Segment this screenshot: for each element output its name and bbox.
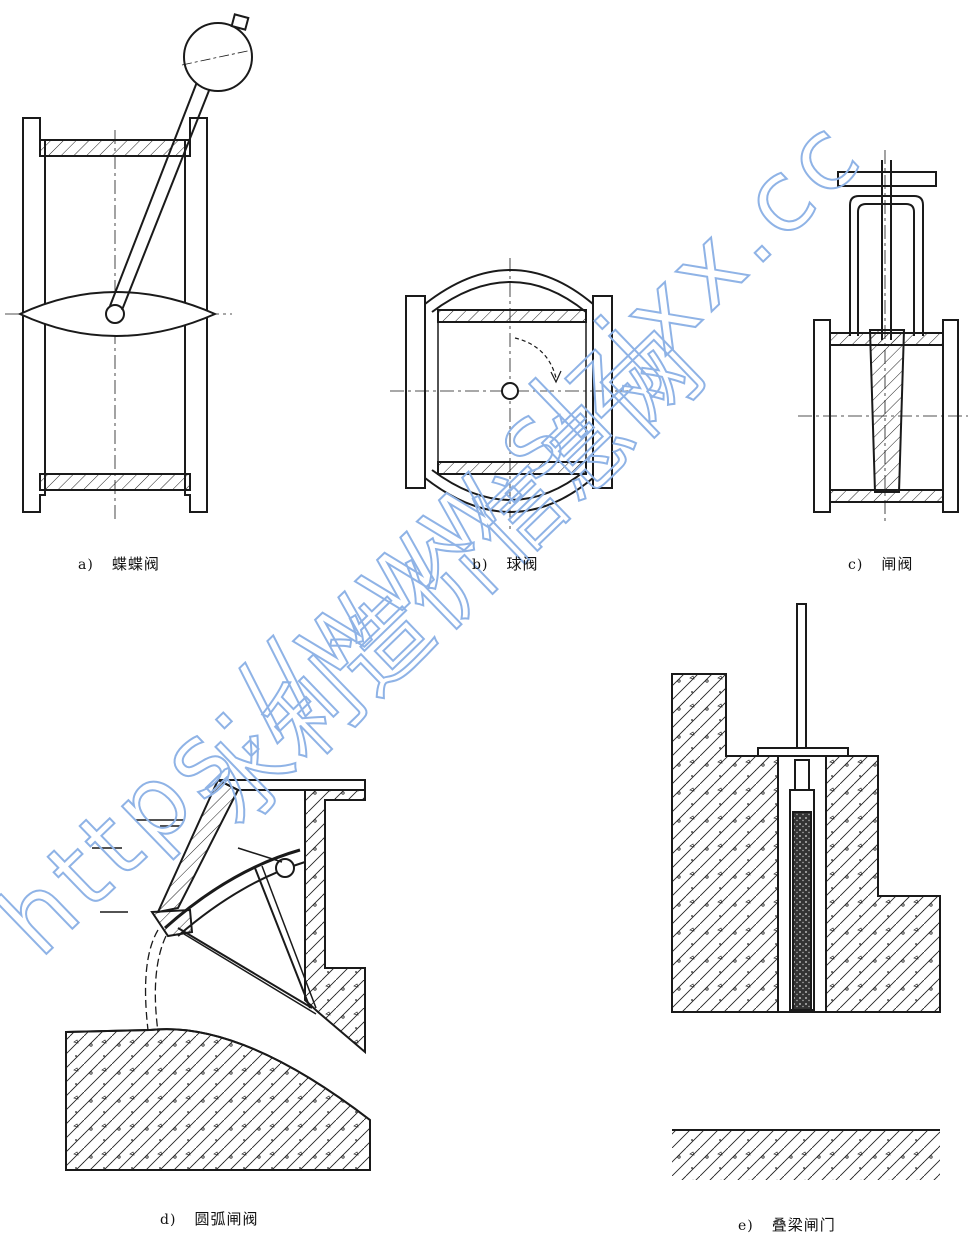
caption-d-label: 圆弧闸阀 [194, 1210, 259, 1228]
caption-d-letter: d) [160, 1212, 177, 1228]
figure-b-ball-valve [390, 258, 632, 530]
caption-c-letter: c) [848, 557, 864, 573]
figure-a-butterfly-valve [5, 13, 253, 520]
caption-a: a) 蝶蝶阀 [78, 553, 160, 574]
caption-c-label: 闸阀 [881, 555, 914, 573]
caption-c: c) 闸阀 [848, 553, 913, 574]
figure-e-stoplog-gate [671, 603, 941, 1180]
caption-b: b) 球阀 [472, 553, 538, 574]
caption-e-letter: e) [738, 1218, 754, 1234]
caption-a-label: 蝶蝶阀 [111, 555, 160, 573]
caption-e-label: 叠梁闸门 [771, 1216, 836, 1234]
caption-b-label: 球阀 [506, 555, 539, 573]
caption-e: e) 叠梁闸门 [738, 1214, 836, 1235]
figure-c-gate-valve [798, 150, 968, 522]
figure-d-radial-gate [65, 778, 371, 1171]
caption-a-letter: a) [78, 557, 94, 573]
caption-d: d) 圆弧闸阀 [160, 1208, 258, 1229]
caption-b-letter: b) [472, 557, 489, 573]
